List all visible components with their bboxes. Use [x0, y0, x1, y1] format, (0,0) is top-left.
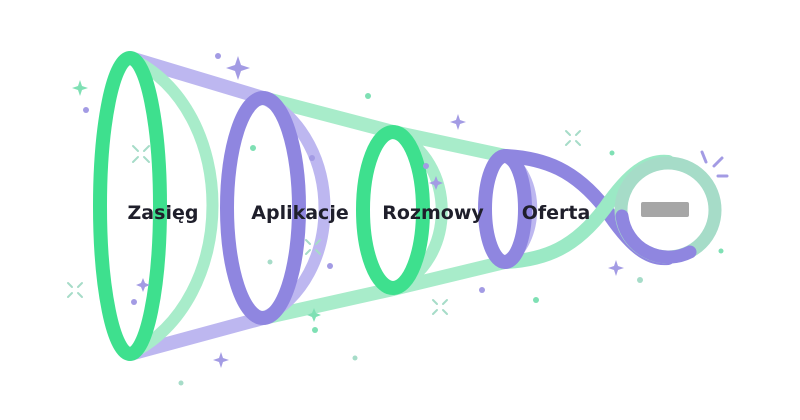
sparkle-icon	[213, 352, 229, 368]
sparkle-icon	[307, 308, 321, 322]
sparkle-icon	[450, 114, 466, 130]
ring-3-ellipse	[356, 125, 430, 295]
stage-ring-1	[93, 51, 219, 361]
ring-2-ellipse	[220, 91, 306, 325]
sparkle-burst-icon	[67, 130, 581, 315]
stage-ring-4	[478, 149, 538, 269]
stage-label-3: Rozmowy	[382, 202, 484, 224]
end-bar	[641, 202, 689, 217]
stage-label-2: Aplikacje	[251, 202, 348, 224]
sparkle-icon	[136, 278, 150, 292]
sparkle-icon	[226, 56, 250, 80]
stage-ring-3	[356, 125, 448, 295]
sparkle-icon	[72, 80, 88, 96]
sparkle-burst-icon	[700, 150, 729, 178]
decorations	[67, 53, 729, 386]
end-loop	[614, 156, 722, 264]
dot-icon	[83, 53, 724, 386]
ring-4-ellipse	[478, 149, 532, 269]
outline-bottom-band-2	[256, 282, 400, 325]
sparkle-icon	[608, 260, 624, 276]
outline-bottom-band-1	[123, 311, 270, 361]
ring-1-ellipse	[93, 51, 167, 361]
stage-ring-2	[220, 91, 331, 325]
stage-label-4: Oferta	[522, 202, 591, 224]
end-loop-ring-accent	[615, 209, 697, 264]
ring-1-inner-arc	[124, 52, 219, 360]
stage-label-1: Zasięg	[128, 202, 199, 224]
sparkle-icon	[429, 176, 443, 190]
outline-top-band-2	[256, 91, 400, 139]
